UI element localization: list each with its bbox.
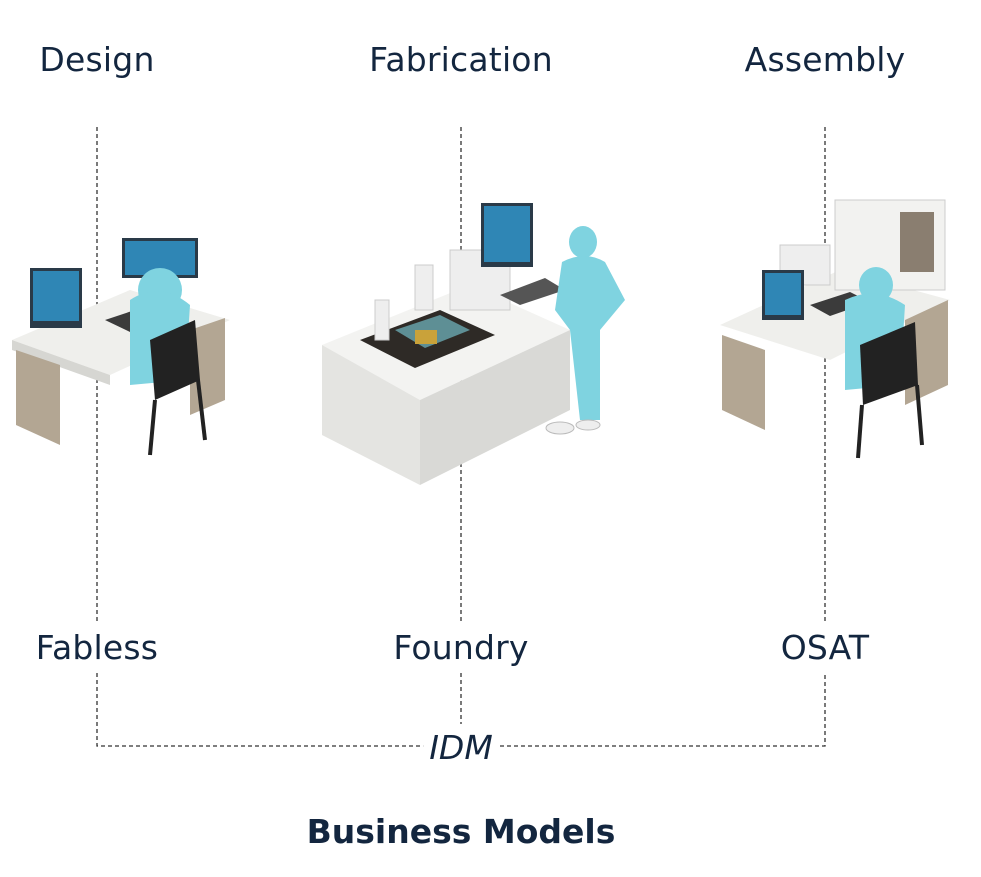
stage-label-assembly: Assembly <box>744 40 906 79</box>
design-workstation-illustration <box>12 238 230 456</box>
fabrication-machine-illustration <box>322 203 625 485</box>
model-label-osat: OSAT <box>780 628 870 667</box>
assembly-workstation-illustration <box>720 199 950 459</box>
stage-label-fabrication: Fabrication <box>369 40 553 79</box>
diagram-title: Business Models <box>306 812 616 851</box>
model-label-foundry: Foundry <box>393 628 529 667</box>
stage-label-design: Design <box>39 40 155 79</box>
model-label-idm: IDM <box>423 728 499 767</box>
model-label-fabless: Fabless <box>35 628 159 667</box>
